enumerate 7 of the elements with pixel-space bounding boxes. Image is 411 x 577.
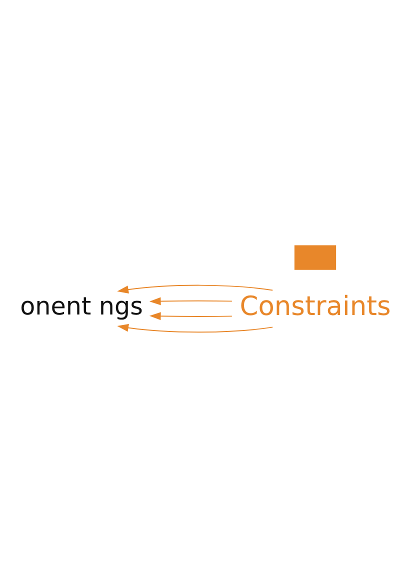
- arrow: [149, 312, 232, 320]
- node-box: [294, 244, 336, 270]
- arrow: [117, 284, 274, 294]
- arrow: [117, 323, 274, 332]
- node-text: onent ngs: [20, 291, 143, 320]
- arrow: [149, 296, 232, 305]
- node-text: Constraints: [240, 290, 391, 322]
